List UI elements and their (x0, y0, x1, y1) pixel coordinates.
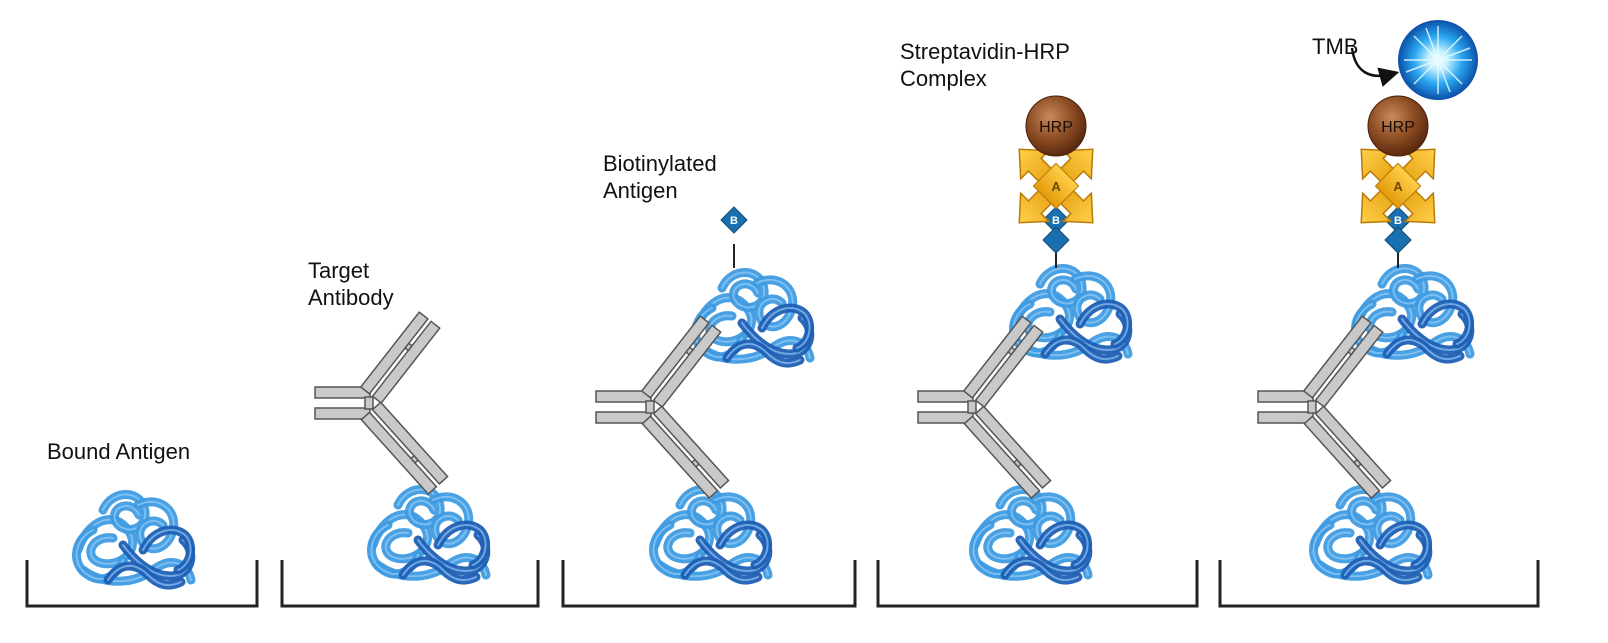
label-bound-antigen: Bound Antigen (47, 439, 191, 464)
antigen-bound-3 (649, 485, 773, 585)
hrp-label: HRP (1039, 119, 1073, 136)
streptavidin-label: A (1051, 179, 1061, 194)
antigen-bound-5 (1309, 485, 1433, 585)
label-streptavidin-hrp: Streptavidin-HRP Complex (900, 39, 1070, 91)
streptavidin-label: A (1393, 179, 1403, 194)
well-5 (1218, 560, 1540, 608)
target-antibody-5 (1257, 315, 1392, 500)
biotinylated-antigen-3 (691, 268, 815, 368)
biotin-5: B (1384, 206, 1412, 268)
target-antibody-4 (917, 315, 1052, 500)
well-3 (561, 560, 857, 608)
label-biotinylated-antigen: Biotinylated Antigen (603, 151, 717, 203)
well-1 (25, 560, 259, 608)
biotin-4: B (1042, 206, 1070, 268)
biotin-label: B (730, 215, 738, 227)
streptavidin-4: A (1018, 148, 1094, 224)
target-antibody-3 (595, 315, 730, 500)
hrp-4: HRP (1025, 95, 1087, 157)
target-antibody-2 (314, 311, 449, 496)
streptavidin-5: A (1360, 148, 1436, 224)
biotin-3: B (720, 206, 748, 268)
curved-arrow-icon (1350, 47, 1400, 87)
antigen-bound-1 (72, 490, 196, 590)
tmb-substrate-glow (1398, 20, 1478, 100)
hrp-5: HRP (1367, 95, 1429, 157)
hrp-label: HRP (1381, 119, 1415, 136)
biotin-label: B (1394, 215, 1402, 227)
label-target-antibody: Target Antibody (308, 258, 394, 310)
well-4 (876, 560, 1199, 608)
antigen-bound-2 (367, 485, 491, 585)
antigen-bound-4 (969, 485, 1093, 585)
well-2 (280, 560, 540, 608)
biotin-label: B (1052, 215, 1060, 227)
label-tmb: TMB (1312, 34, 1359, 59)
